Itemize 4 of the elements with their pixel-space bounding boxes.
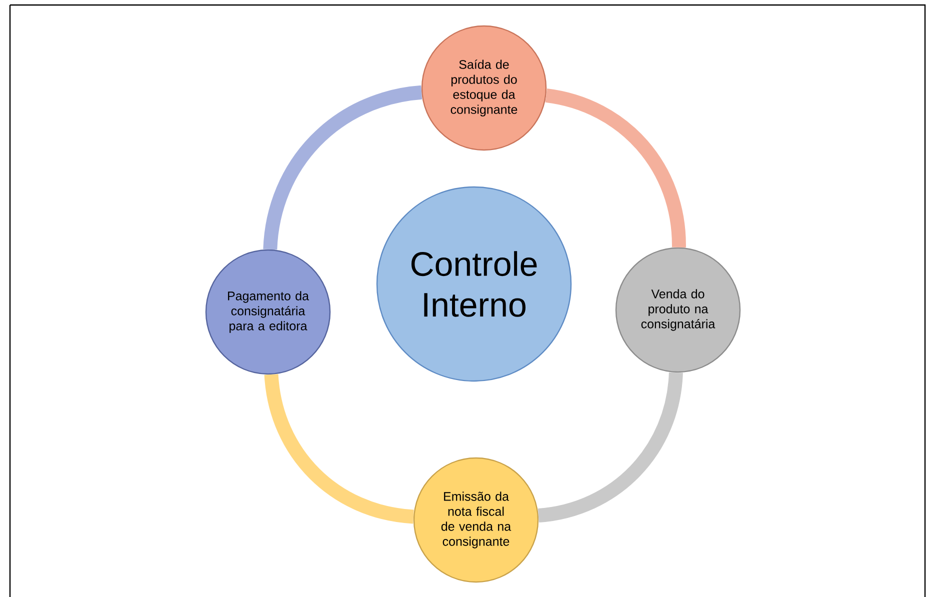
ring-arc bbox=[264, 374, 414, 524]
ring-arc bbox=[263, 85, 422, 250]
ring-arc bbox=[544, 88, 686, 248]
ring-arc bbox=[538, 372, 683, 522]
